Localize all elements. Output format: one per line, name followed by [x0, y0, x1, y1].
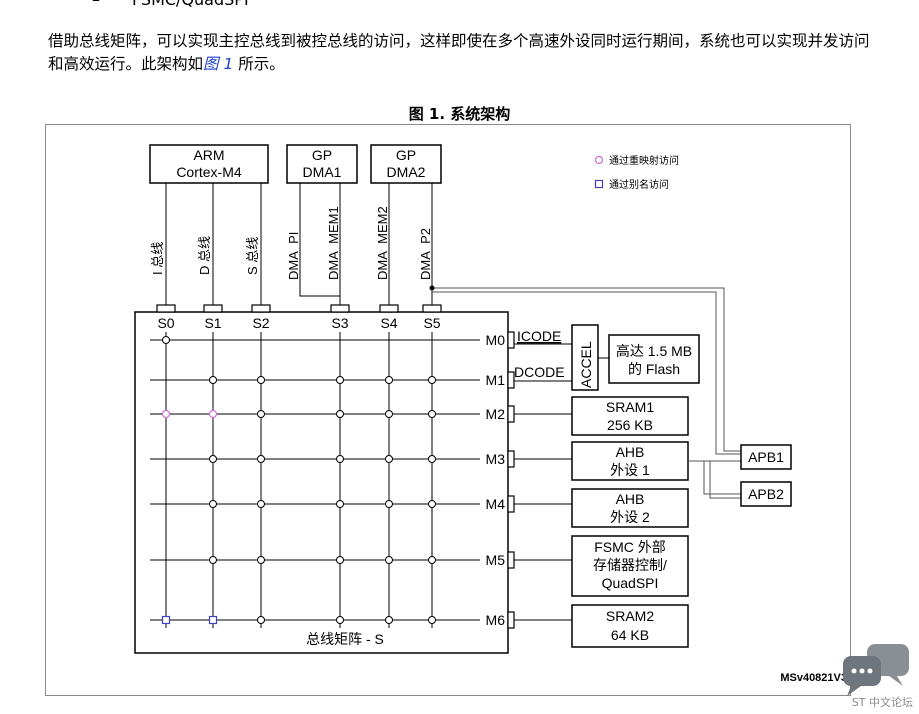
svg-text:M5: M5 — [486, 552, 506, 568]
svg-text:DMA2: DMA2 — [387, 164, 426, 180]
sram2-box: SRAM2 64 KB — [571, 604, 689, 648]
bus-label-dma-p2: DMA_P2 — [418, 228, 433, 280]
svg-text:S2: S2 — [252, 315, 269, 331]
svg-text:SRAM1: SRAM1 — [606, 399, 654, 415]
svg-text:M6: M6 — [486, 612, 506, 628]
ahb1-box: AHB 外设 1 — [571, 441, 689, 481]
accel-box: ACCEL — [571, 324, 599, 391]
svg-text:Cortex-M4: Cortex-M4 — [176, 164, 242, 180]
apb2-box: APB2 — [740, 481, 792, 507]
chat-bubble-icon — [843, 644, 909, 696]
ahb2-box: AHB 外设 2 — [571, 488, 689, 528]
intro-paragraph: 借助总线矩阵，可以实现主控总线到被控总线的访问，这样即使在多个高速外设同时运行期… — [48, 30, 878, 76]
slave-port-connectors — [156, 304, 442, 313]
slave-links — [514, 413, 572, 621]
watermark-text: ST 中文论坛 — [851, 696, 913, 709]
svg-text:ACCEL: ACCEL — [578, 341, 594, 388]
matrix-nodes — [162, 336, 436, 624]
apb1-box: APB1 — [740, 444, 792, 470]
bus-labels: I 总线 D 总线 S 总线 DMA_PI DMA_MEM1 DMA_MEM2 … — [150, 206, 433, 280]
svg-text:S0: S0 — [157, 315, 174, 331]
master-dma1: GP DMA1 — [286, 144, 358, 184]
master-dma2: GP DMA2 — [370, 144, 442, 184]
dma-p2-apb-lines — [432, 287, 741, 455]
figure-link[interactable]: 图 1 — [203, 55, 234, 73]
legend-alias-marker — [594, 179, 604, 189]
svg-text:S3: S3 — [331, 315, 348, 331]
svg-text:M2: M2 — [486, 406, 506, 422]
bus-label-dma-mem1: DMA_MEM1 — [326, 206, 341, 280]
svg-text:AHB: AHB — [616, 491, 645, 507]
paragraph-text-before: 借助总线矩阵，可以实现主控总线到被控总线的访问，这样即使在多个高速外设同时运行期… — [48, 32, 870, 73]
matrix-label: 总线矩阵 - S — [306, 631, 384, 647]
svg-text:QuadSPI: QuadSPI — [602, 575, 659, 591]
svg-text:S4: S4 — [380, 315, 397, 331]
bus-label-s: S 总线 — [245, 237, 260, 275]
bus-matrix-box — [134, 311, 509, 654]
master-bus-lines — [165, 183, 433, 305]
svg-text:APB1: APB1 — [748, 449, 784, 465]
svg-text:SRAM2: SRAM2 — [606, 608, 654, 624]
svg-text:APB2: APB2 — [748, 486, 784, 502]
legend-remap-marker — [594, 155, 604, 165]
heading-text: FSMC/QuadSPI — [132, 0, 249, 9]
heading-bullet: – — [92, 0, 132, 9]
fsmc-box: FSMC 外部 存储器控制/ QuadSPI — [571, 535, 689, 597]
flash-box: 高达 1.5 MB 的 Flash — [608, 334, 700, 384]
master-port-labels: M0 M1 M2 M3 M4 M5 M6 — [486, 332, 506, 628]
svg-text:S5: S5 — [423, 315, 440, 331]
svg-text:ARM: ARM — [193, 147, 224, 163]
svg-text:M3: M3 — [486, 451, 506, 467]
svg-text:256 KB: 256 KB — [607, 417, 653, 433]
sram1-box: SRAM1 256 KB — [571, 396, 689, 436]
svg-text:外设 2: 外设 2 — [610, 509, 650, 525]
svg-text:FSMC 外部: FSMC 外部 — [594, 539, 666, 555]
figure-title: 图 1. 系统架构 — [408, 105, 511, 123]
svg-text:存储器控制/: 存储器控制/ — [593, 557, 667, 573]
svg-text:M0: M0 — [486, 332, 506, 348]
svg-text:GP: GP — [312, 147, 332, 163]
svg-text:DMA1: DMA1 — [303, 164, 342, 180]
svg-text:的 Flash: 的 Flash — [628, 361, 680, 377]
svg-text:高达 1.5 MB: 高达 1.5 MB — [616, 343, 692, 359]
dcode-label: DCODE — [514, 364, 565, 380]
ahb-apb-lines — [688, 460, 741, 499]
legend: 通过重映射访问 通过别名访问 — [594, 154, 679, 191]
svg-text:外设 1: 外设 1 — [610, 462, 650, 478]
legend-alias-label: 通过别名访问 — [609, 178, 669, 191]
bus-label-d: D 总线 — [197, 236, 212, 275]
svg-text:64 KB: 64 KB — [611, 627, 649, 643]
svg-text:M1: M1 — [486, 372, 506, 388]
bus-label-dma-pi: DMA_PI — [286, 232, 301, 280]
legend-remap-label: 通过重映射访问 — [609, 154, 679, 167]
svg-text:M4: M4 — [486, 496, 506, 512]
dma-p2-junction — [429, 285, 435, 291]
section-heading: –FSMC/QuadSPI — [92, 0, 249, 9]
alias-nodes — [161, 615, 218, 625]
paragraph-text-after: 所示。 — [233, 55, 285, 73]
figure-code: MSv40821V3 — [780, 672, 847, 684]
master-arm: ARM Cortex-M4 — [149, 144, 269, 184]
svg-text:GP: GP — [396, 147, 416, 163]
bus-label-dma-mem2: DMA_MEM2 — [375, 206, 390, 280]
figure-frame — [45, 124, 851, 696]
icode-label: ICODE — [517, 328, 561, 344]
remap-nodes — [161, 409, 218, 419]
svg-text:AHB: AHB — [616, 444, 645, 460]
svg-text:S1: S1 — [204, 315, 221, 331]
slave-port-labels: S0 S1 S2 S3 S4 S5 — [157, 315, 440, 331]
bus-label-i: I 总线 — [150, 242, 165, 275]
